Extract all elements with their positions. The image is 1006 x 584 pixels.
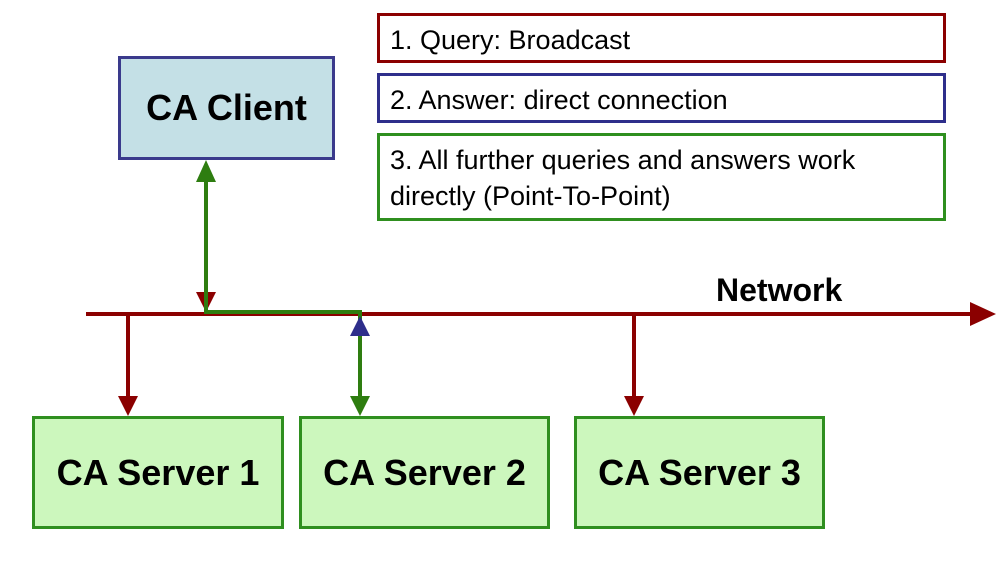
ca-server-1-label: CA Server 1 — [56, 451, 260, 493]
network-label-text: Network — [716, 272, 843, 308]
network-bus-arrowhead — [970, 302, 996, 326]
ca-server-1-node: CA Server 1 — [32, 416, 284, 529]
ca-client-node: CA Client — [118, 56, 335, 160]
ca-server-3-node: CA Server 3 — [574, 416, 825, 529]
p2p-arrowhead-client — [196, 160, 216, 182]
ca-client-label: CA Client — [146, 87, 307, 128]
p2p-arrowhead-server-2 — [350, 396, 370, 416]
legend-step-3: 3. All further queries and answers work … — [377, 133, 946, 221]
legend-step-1: 1. Query: Broadcast — [377, 13, 946, 63]
legend-step-1-text: 1. Query: Broadcast — [390, 25, 631, 55]
answer-arrowhead — [350, 316, 370, 336]
ca-server-2-node: CA Server 2 — [299, 416, 550, 529]
ca-server-3-label: CA Server 3 — [598, 451, 801, 493]
legend-step-3-line-2: directly (Point-To-Point) — [390, 181, 671, 211]
legend-step-3-line-1: 3. All further queries and answers work — [390, 145, 856, 175]
p2p-path — [204, 180, 362, 398]
legend-step-2-text: 2. Answer: direct connection — [390, 85, 728, 115]
broadcast-arrowhead-server-1 — [118, 396, 138, 416]
ca-server-2-label: CA Server 2 — [323, 451, 526, 493]
legend-step-2: 2. Answer: direct connection — [377, 73, 946, 123]
broadcast-arrowhead-server-3 — [624, 396, 644, 416]
network-label: Network — [716, 272, 842, 309]
